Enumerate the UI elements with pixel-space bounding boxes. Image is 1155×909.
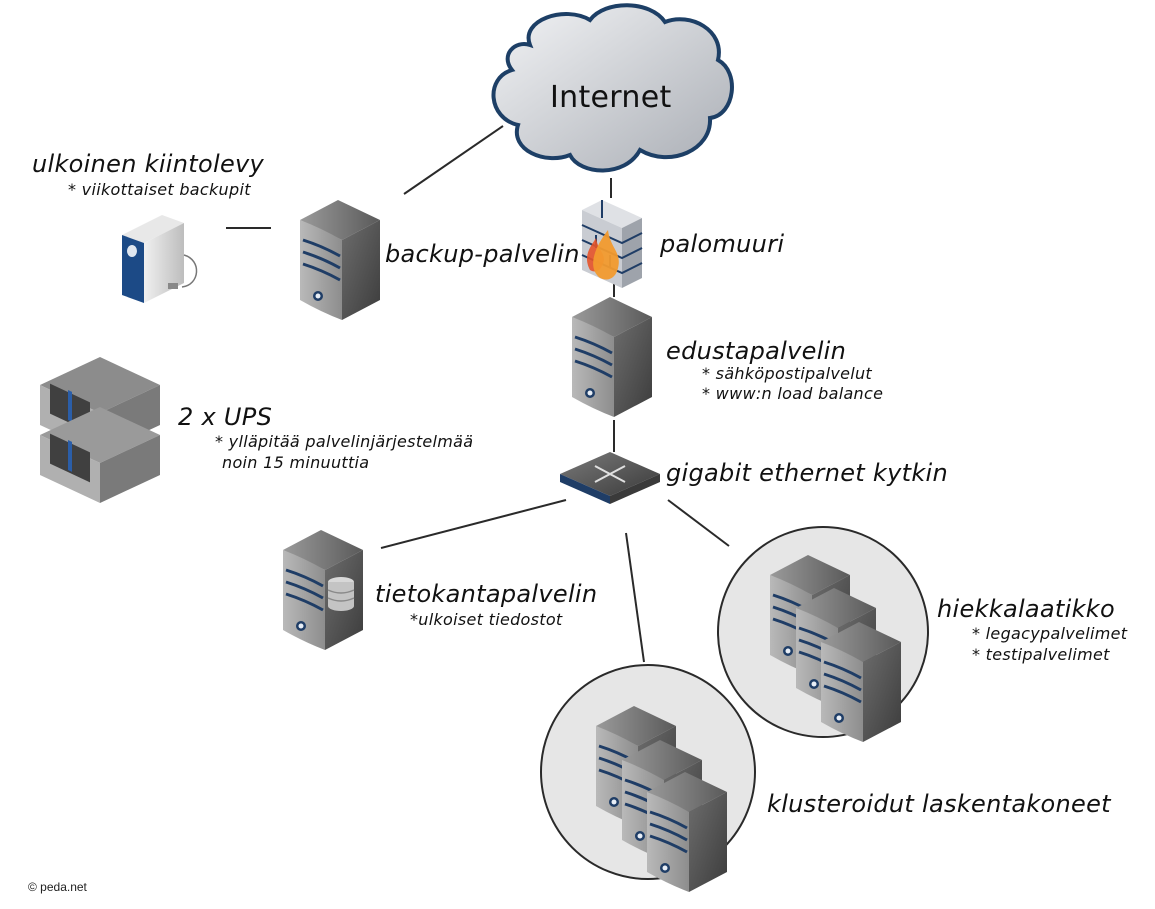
front-server-note-1: * sähköpostipalvelut: [702, 364, 872, 383]
front-server-label: edustapalvelin: [666, 337, 847, 365]
firewall-icon: [581, 200, 643, 288]
external-disk-note: * viikottaiset backupit: [68, 180, 251, 199]
cluster-label: klusteroidut laskentakoneet: [767, 790, 1111, 818]
backup-server-label: backup-palvelin: [385, 240, 580, 268]
ups-note-2: noin 15 minuuttia: [222, 453, 370, 472]
firewall-label: palomuuri: [660, 230, 785, 258]
database-server-icon: [281, 528, 365, 652]
backup-server-icon: [298, 198, 382, 322]
sandbox-server-group-icon: [717, 526, 929, 744]
external-disk-label: ulkoinen kiintolevy: [32, 150, 265, 178]
internet-label: Internet: [550, 80, 672, 115]
ups-note-1: * ylläpitää palvelinjärjestelmää: [215, 432, 474, 451]
edge-switch-cluster: [625, 532, 645, 663]
edge-switch-database: [380, 499, 567, 549]
ups-label: 2 x UPS: [178, 403, 273, 431]
sandbox-note-1: * legacypalvelimet: [972, 624, 1128, 643]
copyright: © peda.net: [28, 880, 87, 894]
switch-label: gigabit ethernet kytkin: [666, 459, 949, 487]
edge-switch-sandbox: [667, 499, 730, 547]
sandbox-note-2: * testipalvelimet: [972, 645, 1110, 664]
edge-internet-backup: [403, 125, 504, 195]
cloud-icon: [491, 3, 734, 173]
connections: [226, 125, 730, 663]
sandbox-label: hiekkalaatikko: [937, 595, 1115, 623]
front-server-note-2: * www:n load balance: [702, 384, 884, 403]
front-server-icon: [570, 295, 654, 419]
cluster-server-group-icon: [540, 664, 756, 894]
external-hard-drive-icon: [122, 215, 198, 303]
network-switch-icon: [560, 452, 660, 504]
database-server-label: tietokantapalvelin: [375, 580, 598, 608]
ups-rack-icon: [40, 357, 160, 503]
database-server-note: *ulkoiset tiedostot: [410, 610, 563, 629]
